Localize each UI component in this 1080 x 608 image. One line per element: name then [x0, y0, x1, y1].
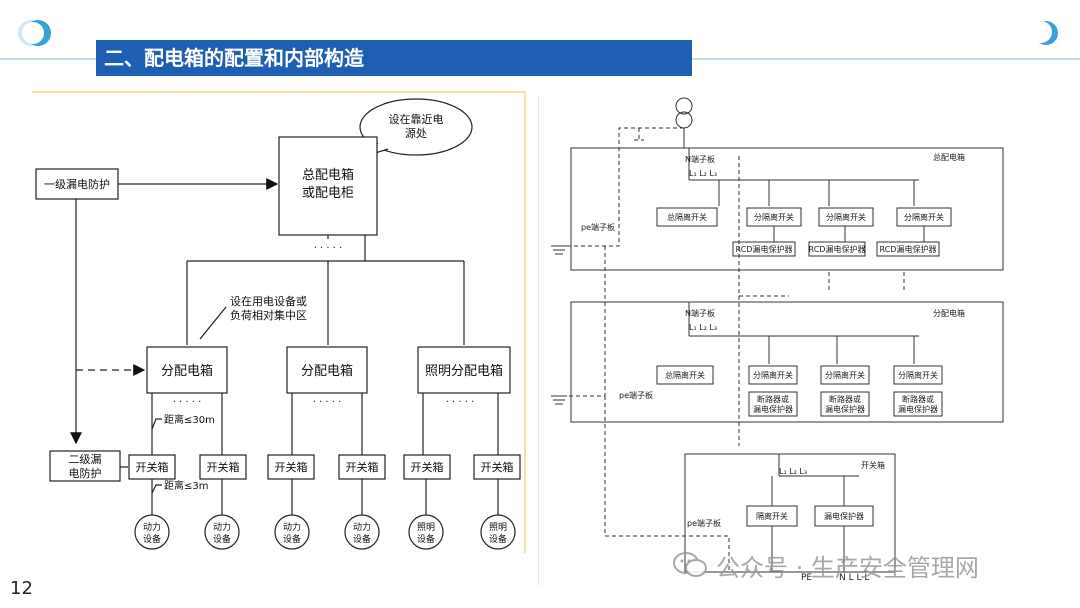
rd-pe-terminal-3: pe端子板	[687, 518, 721, 528]
rd-breaker-1a: 断路器或	[757, 394, 789, 404]
main-box-label-1: 总配电箱	[302, 167, 354, 183]
rd-rcd-1: RCD漏电保护器	[736, 244, 793, 254]
rd-branch-switch-4: 分隔离开关	[753, 370, 793, 380]
rd-leakage-protector: 漏电保护器	[824, 511, 864, 521]
rd-isolation-switch: 隔离开关	[756, 511, 788, 521]
rd-pe-terminal-2: pe端子板	[619, 390, 653, 400]
right-deco-circle-icon	[1034, 21, 1058, 45]
watermark: 公众号 · 生产安全管理网	[672, 548, 979, 582]
device-5-line-2: 设备	[417, 533, 435, 545]
device-5-line-1: 照明	[417, 522, 435, 533]
left-deco-circle-icon	[18, 20, 51, 46]
rd-pe-label: PE	[801, 573, 812, 583]
rd-branch-switch-5: 分隔离开关	[825, 370, 865, 380]
distance-3-label: 距离≤3m	[164, 479, 208, 492]
schematic-svg: 总配电箱 分配电箱 开关箱 N端子板 L₁ L₂ L₃ N端子板 L₁ L₂ L…	[551, 97, 1004, 583]
switch-box-2: 开关箱	[207, 460, 240, 474]
dist-box-frame	[570, 301, 1004, 423]
device-3-line-2: 设备	[283, 533, 301, 545]
rd-main-switch-1: 总隔离开关	[667, 212, 707, 222]
rd-branch-switch-1: 分隔离开关	[754, 212, 794, 222]
page-number: 12	[10, 578, 33, 599]
rd-phases-2: L₁ L₂ L₃	[689, 323, 717, 332]
rd-switch-box-title: 开关箱	[861, 460, 885, 470]
callout-bubble	[359, 98, 473, 156]
rd-breaker-3a: 断路器或	[902, 394, 934, 404]
dist-dots-1: · · · · ·	[173, 397, 202, 408]
rd-branch-switch-2: 分隔离开关	[826, 212, 866, 222]
rd-rcd-3: RCD漏电保护器	[880, 244, 937, 254]
rd-rcd-2: RCD漏电保护器	[809, 244, 866, 254]
device-2-line-1: 动力	[213, 521, 231, 533]
wiring-schematic-diagram: 总配电箱 分配电箱 开关箱 N端子板 L₁ L₂ L₃ N端子板 L₁ L₂ L…	[538, 96, 1019, 586]
rd-breaker-2a: 断路器或	[829, 394, 861, 404]
rd-main-box-title: 总配电箱	[933, 152, 965, 162]
watermark-text: 公众号 · 生产安全管理网	[716, 553, 979, 582]
rd-phases-3: L₁ L₂ L₃	[779, 467, 807, 476]
page-title: 二、配电箱的配置和内部构造	[96, 40, 692, 76]
device-4-line-1: 动力	[353, 521, 371, 533]
callout-text-2: 源处	[405, 126, 427, 140]
switch-box-5: 开关箱	[411, 460, 444, 474]
rd-phases-1: L₁ L₂ L₃	[689, 169, 717, 178]
dist-box-3: 照明分配电箱	[425, 363, 503, 379]
dist-dots-2: · · · · ·	[313, 397, 342, 408]
rd-dist-box-title: 分配电箱	[933, 308, 965, 318]
dist-box-2: 分配电箱	[301, 363, 353, 379]
level1-frame	[35, 168, 119, 200]
device-1-line-2: 设备	[143, 533, 161, 545]
switch-box-3: 开关箱	[275, 460, 308, 474]
distribution-hierarchy-diagram: 设在靠近电 源处 总配电箱 或配电柜 一级漏电防护 · · · · · 设在用电…	[32, 91, 526, 553]
distance-30-label: 距离≤30m	[164, 413, 215, 426]
rd-n-terminal-1: N端子板	[685, 154, 715, 164]
note-line-2: 负荷相对集中区	[230, 308, 307, 322]
device-3-line-1: 动力	[283, 521, 301, 533]
level2-protection-line-1: 二级漏	[69, 453, 102, 466]
main-box-label-2: 或配电柜	[302, 186, 354, 201]
dist-box-1: 分配电箱	[161, 363, 213, 379]
rd-n-terminal-2: N端子板	[685, 308, 715, 318]
rd-bottom-labels: N L L L	[839, 573, 869, 583]
device-1-line-1: 动力	[143, 521, 161, 533]
device-6-line-1: 照明	[489, 522, 507, 533]
rd-main-switch-2: 总隔离开关	[665, 370, 705, 380]
wechat-icon	[673, 552, 707, 577]
rd-breaker-2b: 漏电保护器	[825, 404, 865, 414]
device-4-line-2: 设备	[353, 533, 371, 545]
switch-box-frame	[684, 453, 896, 573]
switch-box-4: 开关箱	[346, 460, 379, 474]
rd-branch-switch-3: 分隔离开关	[904, 212, 944, 222]
level1-protection-label: 一级漏电防护	[44, 177, 110, 191]
main-dots: · · · · ·	[314, 243, 343, 254]
device-2-line-2: 设备	[213, 533, 231, 545]
switch-box-6: 开关箱	[481, 460, 514, 474]
rd-pe-terminal-1: pe端子板	[581, 222, 615, 232]
callout-text-1: 设在靠近电	[389, 112, 444, 126]
dist-dots-3: · · · · ·	[446, 397, 475, 408]
level2-protection-line-2: 电防护	[69, 466, 102, 480]
rd-breaker-1b: 漏电保护器	[753, 404, 793, 414]
main-box-frame	[570, 147, 1004, 271]
hierarchy-svg: 设在靠近电 源处 总配电箱 或配电柜 一级漏电防护 · · · · · 设在用电…	[35, 98, 521, 550]
rd-breaker-3b: 漏电保护器	[898, 404, 938, 414]
rd-branch-switch-6: 分隔离开关	[898, 370, 938, 380]
switch-box-1: 开关箱	[136, 460, 169, 474]
main-box-frame	[278, 136, 378, 236]
device-6-line-2: 设备	[489, 533, 507, 545]
note-line-1: 设在用电设备或	[230, 294, 307, 308]
